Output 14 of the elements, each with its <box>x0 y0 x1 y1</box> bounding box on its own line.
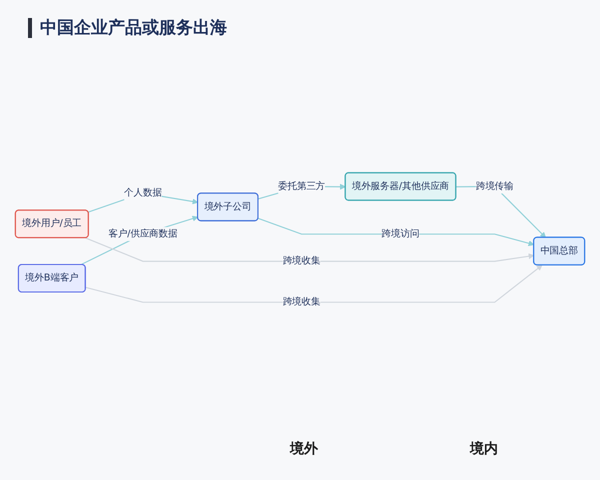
region-label: 境内 <box>470 440 498 458</box>
arrow <box>85 264 542 303</box>
edge-label: 跨境访问 <box>382 228 420 240</box>
edge-label: 跨境收集 <box>282 296 320 308</box>
arrow <box>85 237 534 262</box>
edge-label: 跨境收集 <box>282 256 320 266</box>
arrow <box>80 216 198 266</box>
edge-label: 跨境传输 <box>476 180 514 192</box>
edge-label: 客户/供应商数据 <box>108 228 178 240</box>
diagram-title: 中国企业产品或服务出海 <box>28 18 227 38</box>
region-label: 境外 <box>290 440 318 458</box>
edge-label: 个人数据 <box>124 187 162 198</box>
arrow <box>258 218 534 246</box>
edge-label: 委托第三方 <box>278 180 326 192</box>
